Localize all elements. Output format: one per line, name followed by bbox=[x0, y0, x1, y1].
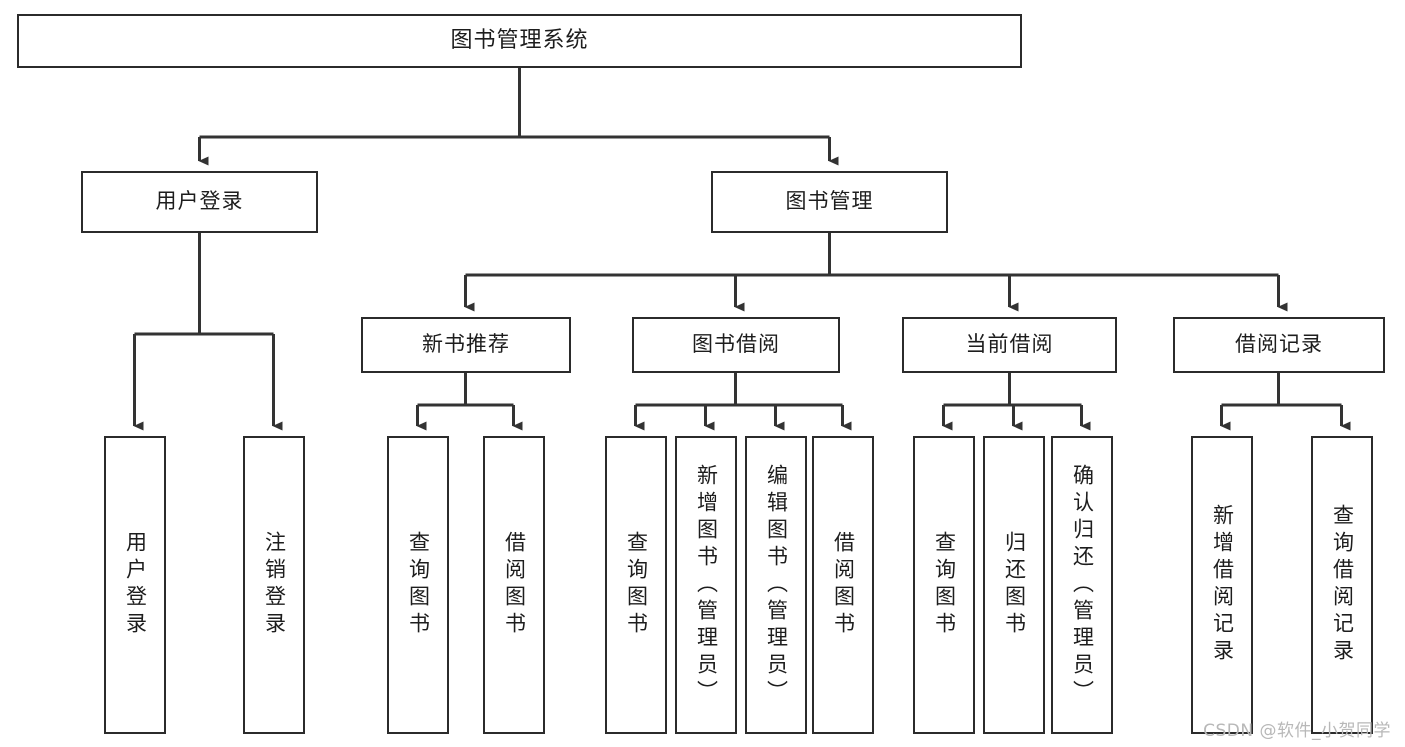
node-leaf-label: 新增借阅记录 bbox=[1210, 504, 1235, 666]
node-leaf-label: 查询借阅记录 bbox=[1330, 504, 1355, 666]
node-leaf-label: 确认归还（管理员） bbox=[1070, 463, 1095, 707]
node-leaf-label: 查询图书 bbox=[624, 531, 649, 639]
node-leaf-query-borrow-record[interactable]: 查询借阅记录 bbox=[1311, 436, 1373, 734]
node-new-book-recommend[interactable]: 新书推荐 bbox=[361, 317, 571, 373]
node-user-login[interactable]: 用户登录 bbox=[81, 171, 318, 233]
node-leaf-return-book[interactable]: 归还图书 bbox=[983, 436, 1045, 734]
node-root-system[interactable]: 图书管理系统 bbox=[17, 14, 1022, 68]
node-current-borrow[interactable]: 当前借阅 bbox=[902, 317, 1117, 373]
node-book-borrow[interactable]: 图书借阅 bbox=[632, 317, 840, 373]
node-leaf-add-borrow-record[interactable]: 新增借阅记录 bbox=[1191, 436, 1253, 734]
node-leaf-borrow-book-newbook[interactable]: 借阅图书 bbox=[483, 436, 545, 734]
node-leaf-label: 归还图书 bbox=[1002, 531, 1027, 639]
node-leaf-query-book-newbook[interactable]: 查询图书 bbox=[387, 436, 449, 734]
csdn-watermark: CSDN @软件_小贺同学 bbox=[1203, 721, 1391, 741]
node-leaf-add-book-admin[interactable]: 新增图书（管理员） bbox=[675, 436, 737, 734]
node-leaf-borrow-book[interactable]: 借阅图书 bbox=[812, 436, 874, 734]
node-book-management[interactable]: 图书管理 bbox=[711, 171, 948, 233]
node-leaf-label: 借阅图书 bbox=[831, 531, 856, 639]
node-leaf-label: 用户登录 bbox=[123, 531, 148, 639]
node-leaf-query-book-borrow[interactable]: 查询图书 bbox=[605, 436, 667, 734]
node-leaf-user-login[interactable]: 用户登录 bbox=[104, 436, 166, 734]
node-leaf-edit-book-admin[interactable]: 编辑图书（管理员） bbox=[745, 436, 807, 734]
node-leaf-label: 新增图书（管理员） bbox=[694, 463, 719, 707]
node-leaf-logout[interactable]: 注销登录 bbox=[243, 436, 305, 734]
node-leaf-label: 注销登录 bbox=[262, 531, 287, 639]
node-leaf-label: 编辑图书（管理员） bbox=[764, 463, 789, 707]
node-leaf-confirm-return-admin[interactable]: 确认归还（管理员） bbox=[1051, 436, 1113, 734]
node-leaf-label: 查询图书 bbox=[406, 531, 431, 639]
node-leaf-query-book-current[interactable]: 查询图书 bbox=[913, 436, 975, 734]
node-borrow-record[interactable]: 借阅记录 bbox=[1173, 317, 1385, 373]
node-leaf-label: 借阅图书 bbox=[502, 531, 527, 639]
node-leaf-label: 查询图书 bbox=[932, 531, 957, 639]
